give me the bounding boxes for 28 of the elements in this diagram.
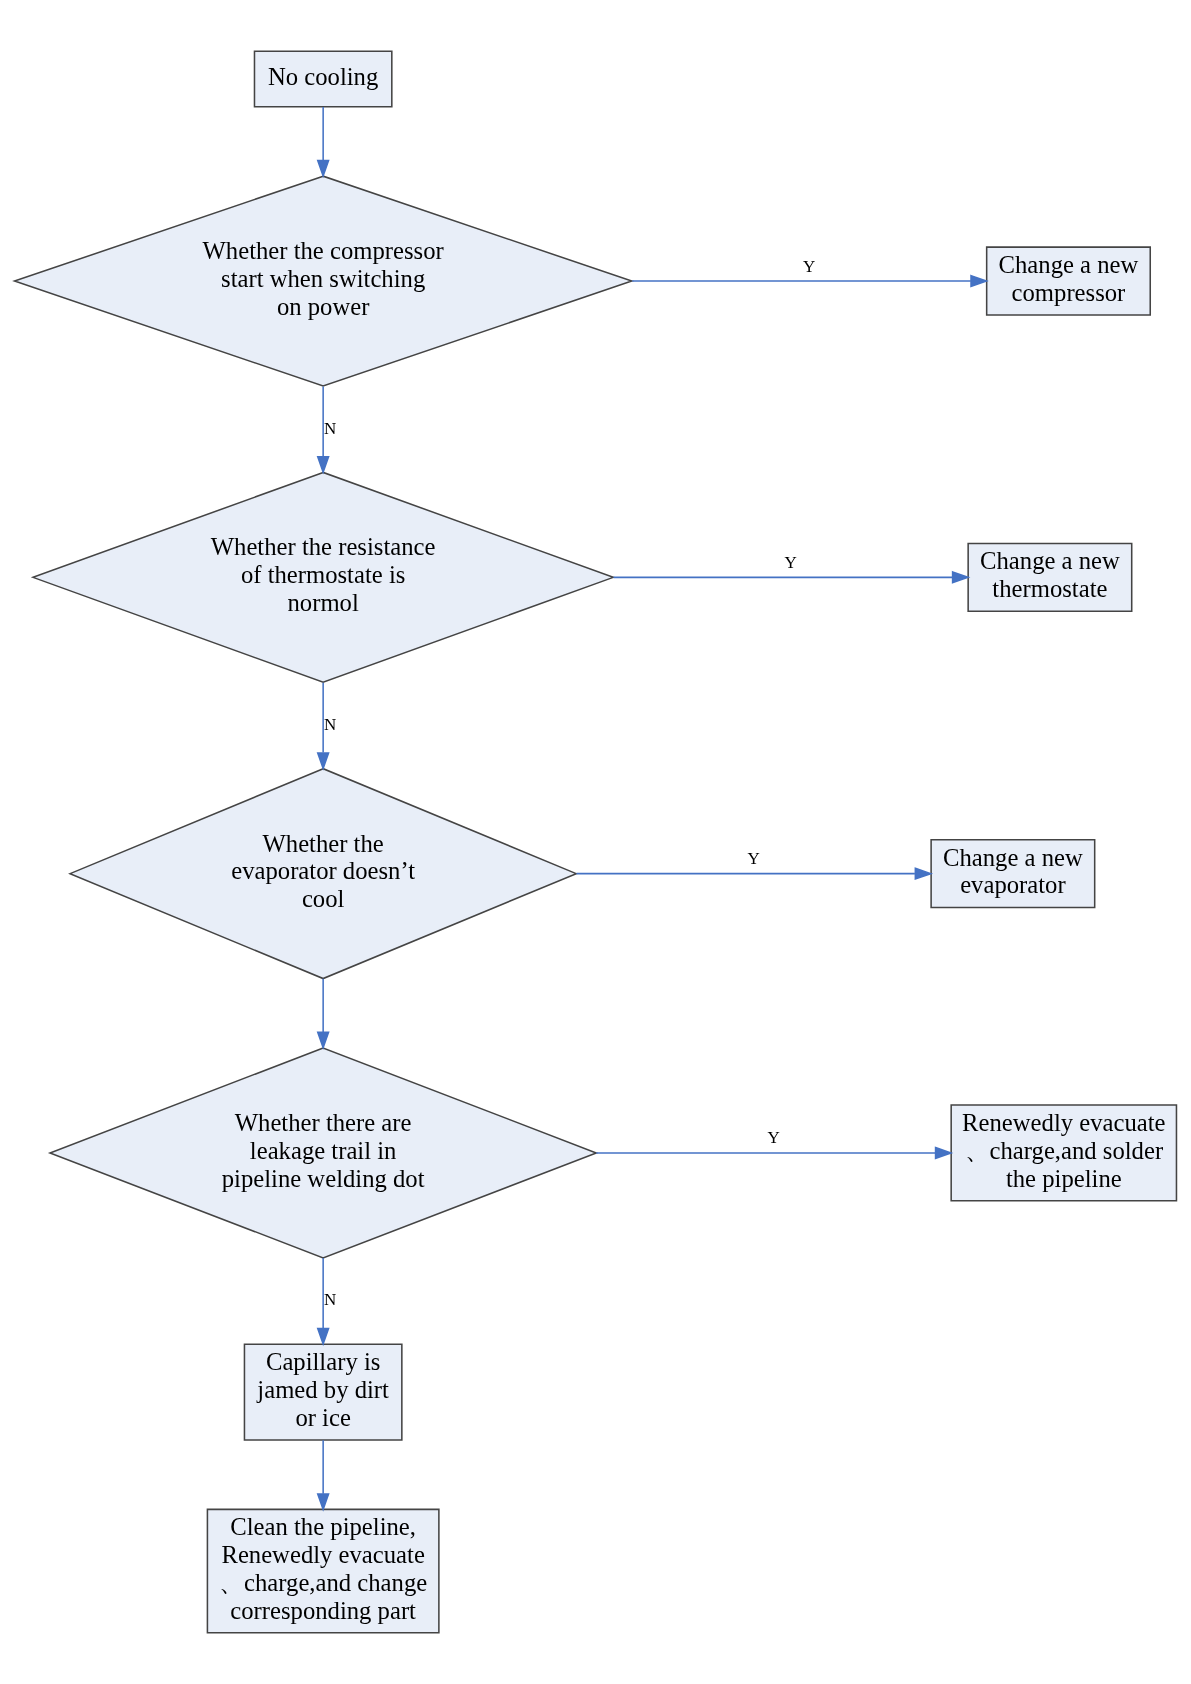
node-diamond: Whether the compressor start when switching on power (12, 175, 635, 387)
arrow (316, 978, 330, 1050)
edge-label: Y (784, 552, 797, 572)
node-box: Capillary is jamed by dirt or ice (243, 1343, 403, 1441)
edge-label: N (323, 418, 337, 438)
node-box: Renewedly evacuate 、charge,and solder the pipeline (950, 1104, 1178, 1202)
node-box: Change a new compressor (985, 246, 1151, 316)
edge-label: Y (803, 256, 816, 276)
edge-label: N (323, 714, 337, 734)
arrow (316, 385, 330, 475)
node-box: Change a new evaporator (930, 838, 1096, 909)
edge-label: N (323, 1290, 337, 1310)
node-box: No cooling (253, 50, 393, 108)
arrow (575, 867, 934, 881)
arrow (316, 1439, 330, 1512)
edge-label: Y (747, 849, 760, 869)
node-box: Clean the pipeline, Renewedly evacuate 、charge,and change corresponding part (206, 1508, 440, 1634)
node-box: Change a new thermostate (967, 542, 1133, 613)
arrow (595, 1146, 954, 1160)
arrow (316, 1257, 330, 1347)
arrow (316, 106, 330, 179)
edge-label: Y (767, 1128, 780, 1148)
arrow (631, 274, 989, 288)
node-diamond: Whether the evaporator doesn’t cool (68, 767, 579, 980)
node-diamond: Whether the resistance of thermostate is normol (30, 471, 616, 684)
arrow (612, 570, 971, 584)
node-diamond: Whether there are leakage trail in pipeline welding dot (47, 1047, 599, 1259)
arrow (316, 681, 330, 771)
